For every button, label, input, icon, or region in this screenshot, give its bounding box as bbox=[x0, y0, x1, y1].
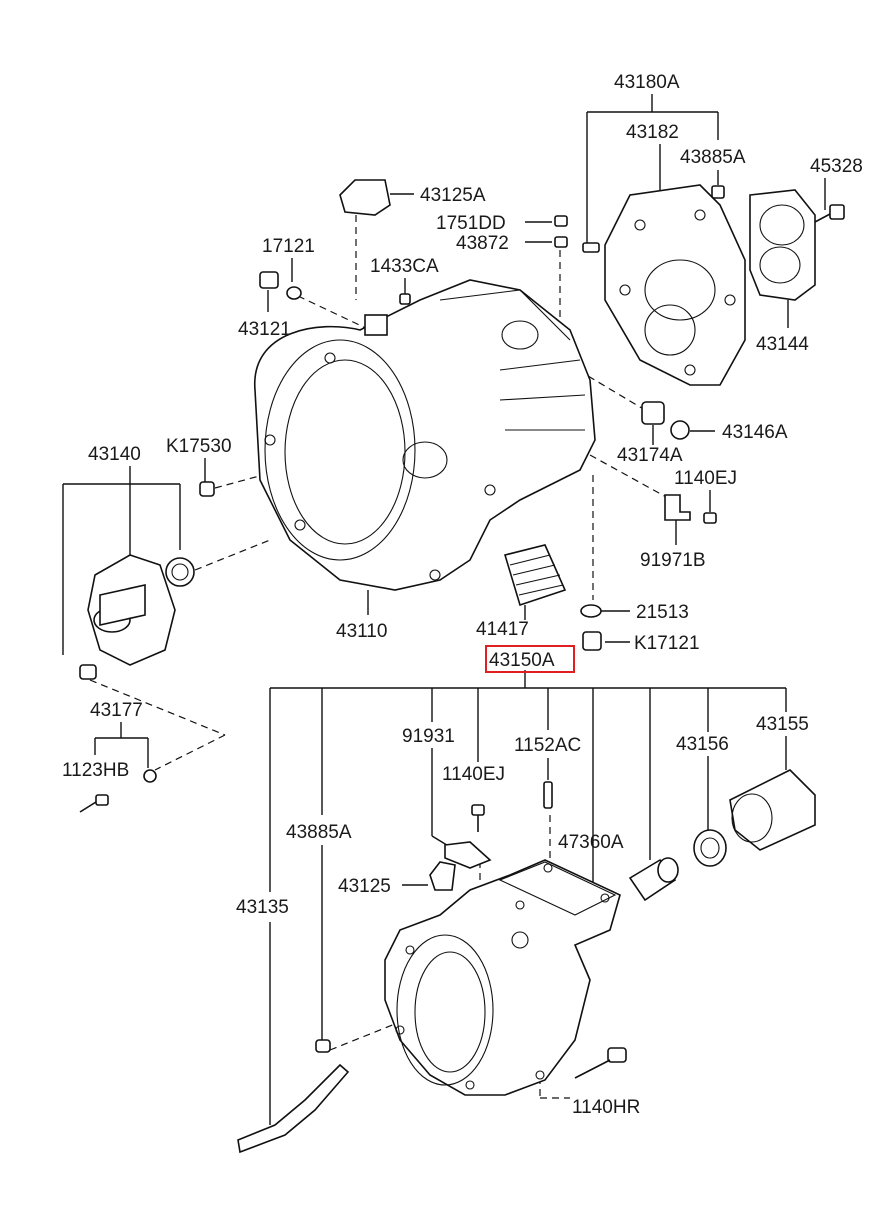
part-label-91971B[interactable]: 91971B bbox=[640, 550, 706, 571]
part-label-43180A[interactable]: 43180A bbox=[614, 72, 680, 93]
lower-leader-lines bbox=[269, 670, 787, 1125]
part-label-1152AC[interactable]: 1152AC bbox=[514, 735, 581, 756]
part-label-43144[interactable]: 43144 bbox=[756, 334, 809, 355]
part-label-1140HR[interactable]: 1140HR bbox=[572, 1097, 640, 1118]
part-label-K17530[interactable]: K17530 bbox=[166, 436, 232, 457]
part-label-1433CA[interactable]: 1433CA bbox=[370, 256, 439, 277]
rear-cover-43182 bbox=[604, 184, 746, 386]
part-label-21513[interactable]: 21513 bbox=[636, 602, 689, 623]
part-label-91931[interactable]: 91931 bbox=[402, 726, 455, 747]
part-label-43146A[interactable]: 43146A bbox=[722, 422, 788, 443]
part-label-43140[interactable]: 43140 bbox=[88, 444, 141, 465]
part-label-K17121[interactable]: K17121 bbox=[634, 633, 700, 654]
upper-labels: 43180A 43182 43885A 45328 43125A 1751DD … bbox=[62, 72, 863, 781]
clutch-housing-43110 bbox=[254, 279, 596, 591]
lower-labels: 43150A 91931 1152AC 43155 43156 1140EJ 4… bbox=[236, 650, 809, 1118]
part-label-43155[interactable]: 43155 bbox=[756, 714, 809, 735]
bolts-43177 bbox=[79, 769, 157, 813]
part-label-45328[interactable]: 45328 bbox=[810, 156, 863, 177]
part-label-17121[interactable]: 17121 bbox=[262, 236, 315, 257]
part-label-1123HB[interactable]: 1123HB bbox=[62, 760, 129, 781]
part-label-43182[interactable]: 43182 bbox=[626, 122, 679, 143]
part-label-47360A[interactable]: 47360A bbox=[558, 832, 624, 853]
part-label-43150A[interactable]: 43150A bbox=[489, 650, 555, 671]
part-label-1140EJ-bottom[interactable]: 1140EJ bbox=[442, 764, 505, 785]
bearing-retainer-43140 bbox=[79, 554, 195, 680]
transmission-case-43150A bbox=[384, 859, 621, 1096]
part-label-43885A-bottom[interactable]: 43885A bbox=[286, 822, 352, 843]
part-label-43174A[interactable]: 43174A bbox=[617, 445, 683, 466]
part-label-1140EJ-top[interactable]: 1140EJ bbox=[674, 468, 737, 489]
part-label-43177[interactable]: 43177 bbox=[90, 700, 143, 721]
part-label-43872[interactable]: 43872 bbox=[456, 233, 509, 254]
small-parts-upper bbox=[199, 179, 845, 651]
part-label-43110[interactable]: 43110 bbox=[336, 621, 387, 642]
upper-leader-lines bbox=[62, 94, 826, 771]
part-label-43121[interactable]: 43121 bbox=[238, 319, 291, 340]
part-label-41417[interactable]: 41417 bbox=[476, 619, 529, 640]
part-label-43156[interactable]: 43156 bbox=[676, 734, 729, 755]
highlight-box bbox=[485, 645, 575, 673]
part-label-1751DD[interactable]: 1751DD bbox=[436, 213, 506, 234]
part-label-43135[interactable]: 43135 bbox=[236, 897, 289, 918]
part-label-43125[interactable]: 43125 bbox=[338, 876, 391, 897]
small-parts-lower bbox=[237, 769, 816, 1154]
part-label-43125A[interactable]: 43125A bbox=[420, 185, 486, 206]
gasket-43144 bbox=[749, 189, 816, 301]
part-label-43885A-top[interactable]: 43885A bbox=[680, 147, 746, 168]
